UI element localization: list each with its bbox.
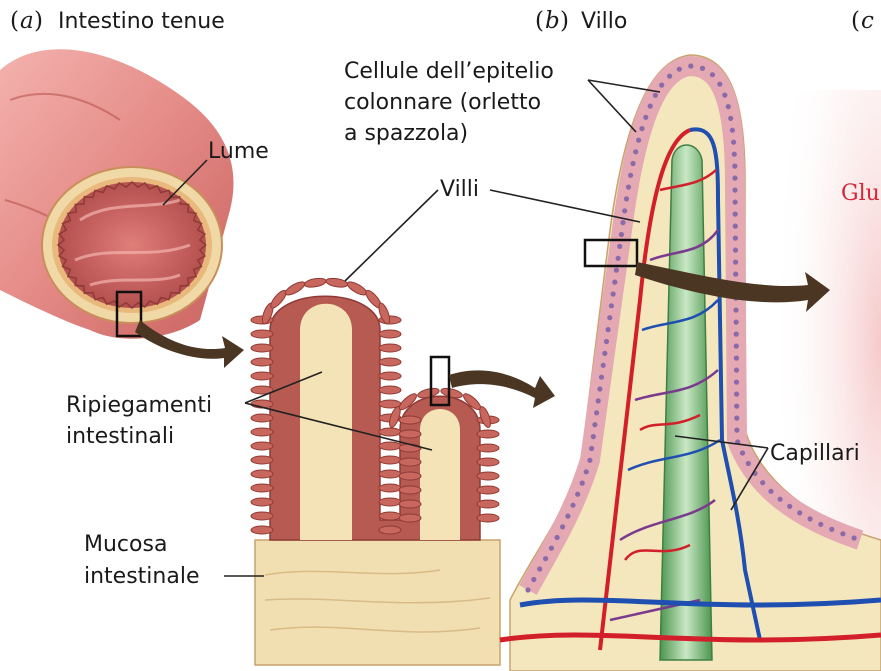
label-folds-2: intestinali xyxy=(66,424,174,449)
label-folds-1: Ripiegamenti xyxy=(66,393,212,418)
label-epithelium-2: colonnare (orletto xyxy=(344,90,541,115)
label-capillaries: Capillari xyxy=(770,441,860,466)
panel-c-title: ( c xyxy=(851,8,874,34)
panel-b-title: ( b ) Villo xyxy=(535,8,627,34)
panel-a-heading: Intestino tenue xyxy=(58,9,225,34)
panel-a-title: ( a ) Intestino tenue xyxy=(10,8,225,34)
svg-text:): ) xyxy=(560,8,569,34)
label-epithelium-1: Cellule dell’epitelio xyxy=(344,59,554,84)
label-villi: Villi xyxy=(440,177,479,202)
panel-b-heading: Villo xyxy=(581,9,627,34)
panel-b-letter: b xyxy=(545,8,560,34)
svg-text:(: ( xyxy=(851,8,860,34)
label-mucosa-2: intestinale xyxy=(84,564,200,589)
svg-text:(: ( xyxy=(10,8,19,34)
svg-text:(: ( xyxy=(535,8,544,34)
svg-text:): ) xyxy=(34,8,43,34)
label-mucosa-1: Mucosa xyxy=(84,532,167,557)
label-epithelium-3: a spazzola) xyxy=(344,121,468,146)
panel-c-letter: c xyxy=(861,8,874,34)
intestinal-folds-illustration xyxy=(251,277,500,665)
label-glu-partial: Glu xyxy=(841,181,880,206)
panel-a-letter: a xyxy=(20,8,34,34)
label-lume: Lume xyxy=(208,139,269,164)
